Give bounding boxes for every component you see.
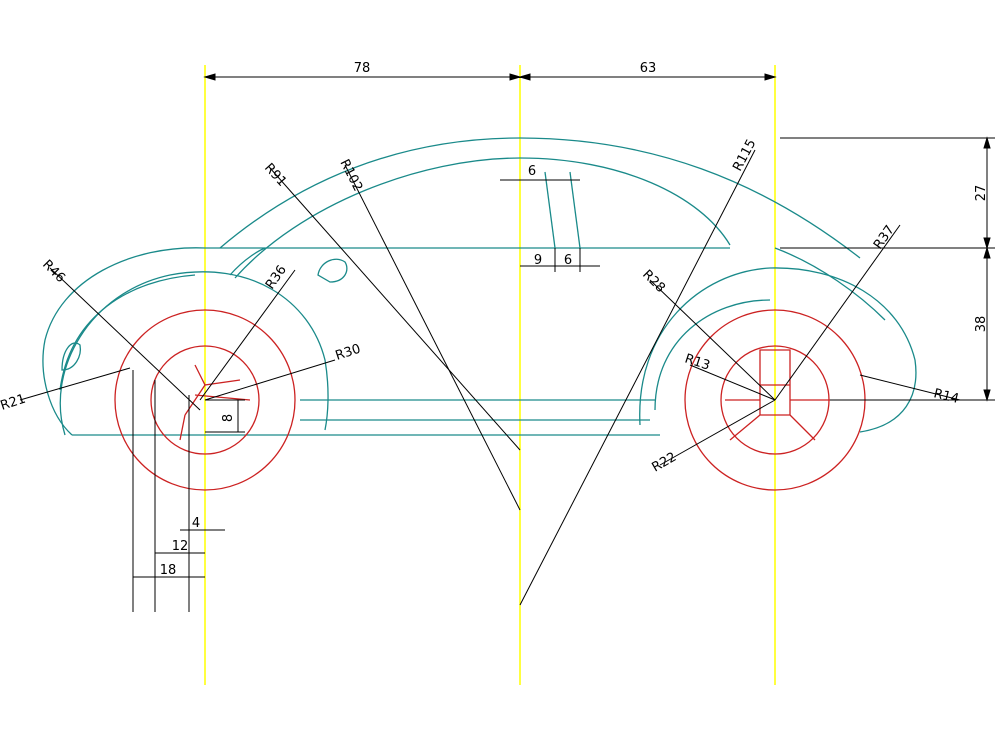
dim-label-window-bottom-right: 6 — [564, 253, 572, 268]
radius-label-r13: R13 — [683, 352, 712, 374]
headlight — [61, 342, 81, 371]
center-lines — [204, 65, 776, 685]
rear-hub-spokes — [725, 349, 830, 441]
door-pillar-front — [544, 171, 556, 249]
dim-label-window-top: 6 — [528, 164, 536, 179]
radius-label-r21: R21 — [0, 392, 28, 414]
front-fender-inner — [59, 274, 196, 391]
front-hood — [42, 247, 206, 436]
leader-r22 — [659, 399, 776, 466]
leader-r36 — [199, 269, 296, 401]
dim-right-arrows — [983, 136, 991, 402]
dim-label-hub-height: 8 — [221, 414, 236, 422]
front-hub-spokes — [179, 364, 251, 441]
car-body-outline — [42, 137, 917, 436]
front-tire-outer — [114, 309, 296, 491]
radius-label-r28: R28 — [639, 267, 668, 296]
radius-label-r36: R36 — [263, 263, 290, 293]
radius-label-r22: R22 — [650, 450, 680, 476]
dimension-lines — [19, 73, 995, 612]
dim-label-top-right: 63 — [640, 61, 657, 76]
radius-label-r46: R46 — [39, 257, 68, 286]
leader-r91 — [269, 167, 521, 451]
radius-label-r30: R30 — [334, 342, 363, 364]
front-rim — [150, 345, 260, 455]
rear-fender-inner — [654, 299, 771, 411]
leader-r46 — [49, 267, 201, 411]
leader-r14 — [859, 374, 961, 401]
door-handle — [317, 258, 348, 283]
roof-outer-line — [219, 137, 861, 259]
leader-r28 — [649, 279, 776, 401]
radius-label-r102: R102 — [336, 157, 365, 194]
leader-r102 — [344, 164, 521, 511]
dim-top-arrows — [203, 73, 777, 81]
dim-label-right-upper: 27 — [974, 185, 989, 202]
roof-inner-line — [234, 157, 731, 279]
front-wheel — [114, 309, 296, 491]
leader-r13 — [689, 364, 776, 401]
radius-label-r14: R14 — [932, 386, 960, 407]
leader-r115 — [519, 149, 756, 606]
a-pillar-line — [229, 247, 266, 276]
dim-label-top-left: 78 — [354, 61, 371, 76]
front-fender-outer — [59, 271, 329, 436]
rear-fender-outer — [639, 267, 917, 433]
door-pillar-back — [569, 171, 581, 249]
rear-roof-drop — [774, 247, 886, 321]
radius-label-r115: R115 — [730, 137, 759, 174]
dim-label-window-bottom-left: 9 — [534, 253, 542, 268]
dim-label-small-12: 12 — [172, 539, 189, 554]
leader-r30 — [204, 359, 336, 401]
dim-label-small-4: 4 — [192, 516, 200, 531]
dim-label-right-lower: 38 — [974, 316, 989, 333]
dim-label-small-18: 18 — [160, 563, 177, 578]
leader-r21 — [19, 367, 131, 401]
leader-r37 — [774, 224, 901, 401]
